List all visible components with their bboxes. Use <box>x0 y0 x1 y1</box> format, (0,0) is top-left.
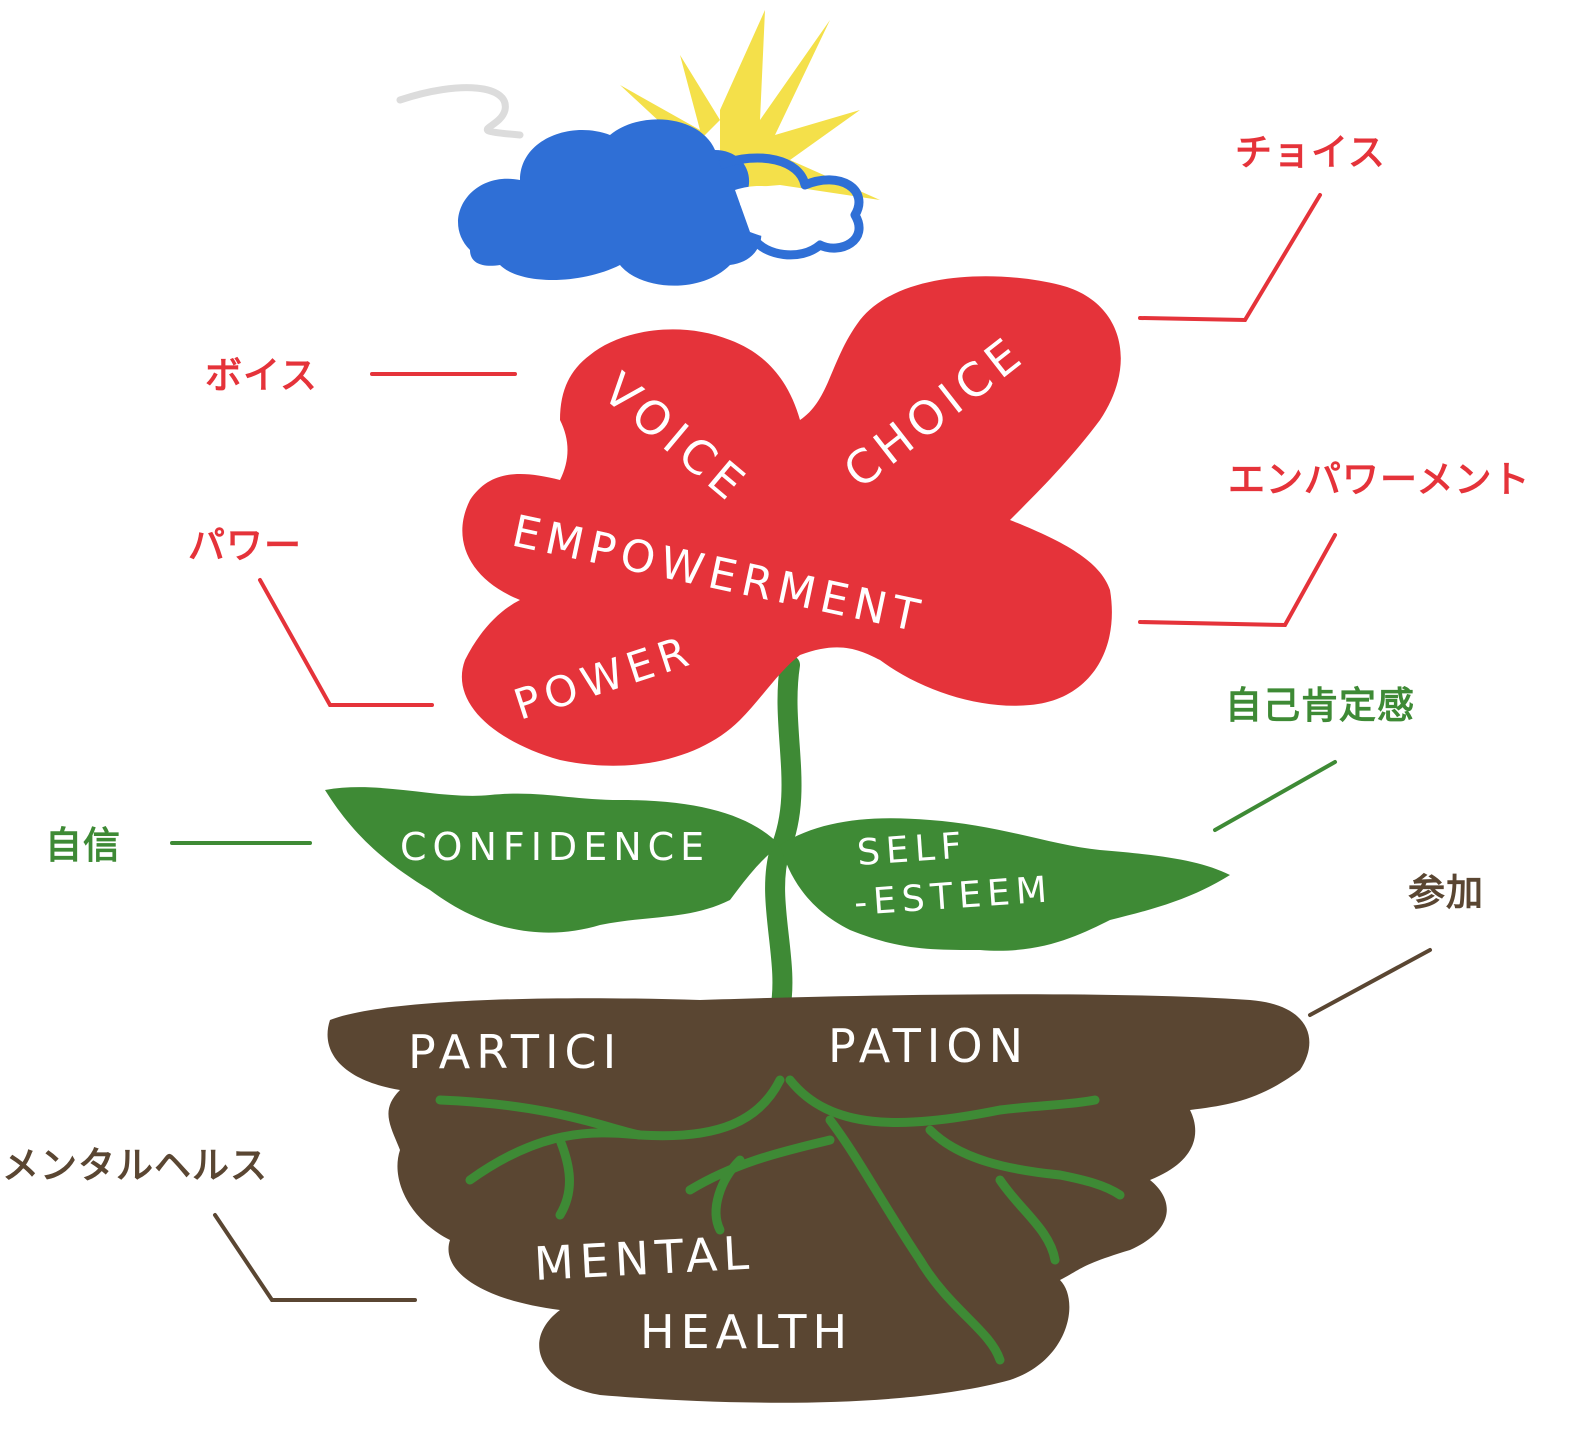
label-participation-jp: 参加 <box>1408 871 1484 914</box>
label-choice-jp: チョイス <box>1235 131 1386 174</box>
label-self-esteem-jp: 自己肯定感 <box>1225 684 1415 727</box>
soil-participation-right: PATION <box>828 1019 1029 1073</box>
soil <box>327 994 1310 1403</box>
label-voice-jp: ボイス <box>205 354 318 397</box>
leaf-left <box>325 787 780 933</box>
label-power-jp: パワー <box>188 524 302 567</box>
leaf-right <box>780 818 1230 951</box>
label-confidence-jp: 自信 <box>45 824 121 867</box>
cloud-icon <box>458 119 864 286</box>
label-mental-health-jp: メンタルヘルス <box>2 1144 268 1187</box>
leader-lines <box>170 193 1432 1302</box>
leaf-confidence: CONFIDENCE <box>400 825 710 869</box>
soil-participation-left: PARTICI <box>408 1025 622 1079</box>
soil-mental: MENTAL <box>533 1226 756 1291</box>
leaf-self: SELF <box>856 825 969 874</box>
wind-swirl <box>396 84 524 139</box>
roots <box>435 1075 1125 1365</box>
flower-petals <box>461 276 1121 766</box>
soil-health: HEALTH <box>640 1305 853 1359</box>
label-empowerment-jp: エンパワーメント <box>1228 458 1531 501</box>
